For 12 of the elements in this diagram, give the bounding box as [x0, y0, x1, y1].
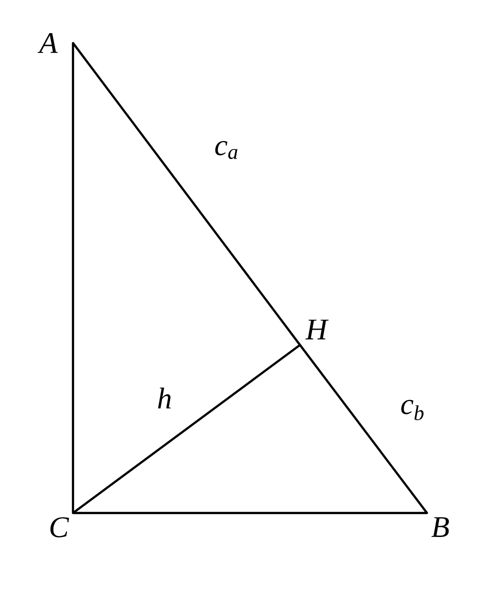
vertex-label: C	[50, 517, 70, 538]
vertex-label: A	[38, 33, 58, 53]
side-label: c$_{a}$	[215, 140, 238, 160]
triangle-side	[72, 344, 301, 514]
triangle-side	[72, 42, 301, 346]
side-label: h	[158, 388, 171, 408]
triangle-side	[72, 512, 428, 514]
triangle-side	[72, 42, 74, 514]
side-label: c$_{b}$	[401, 400, 424, 420]
vertex-label: H	[305, 320, 329, 340]
vertex-label: B	[432, 517, 449, 537]
triangle-side	[299, 344, 428, 514]
